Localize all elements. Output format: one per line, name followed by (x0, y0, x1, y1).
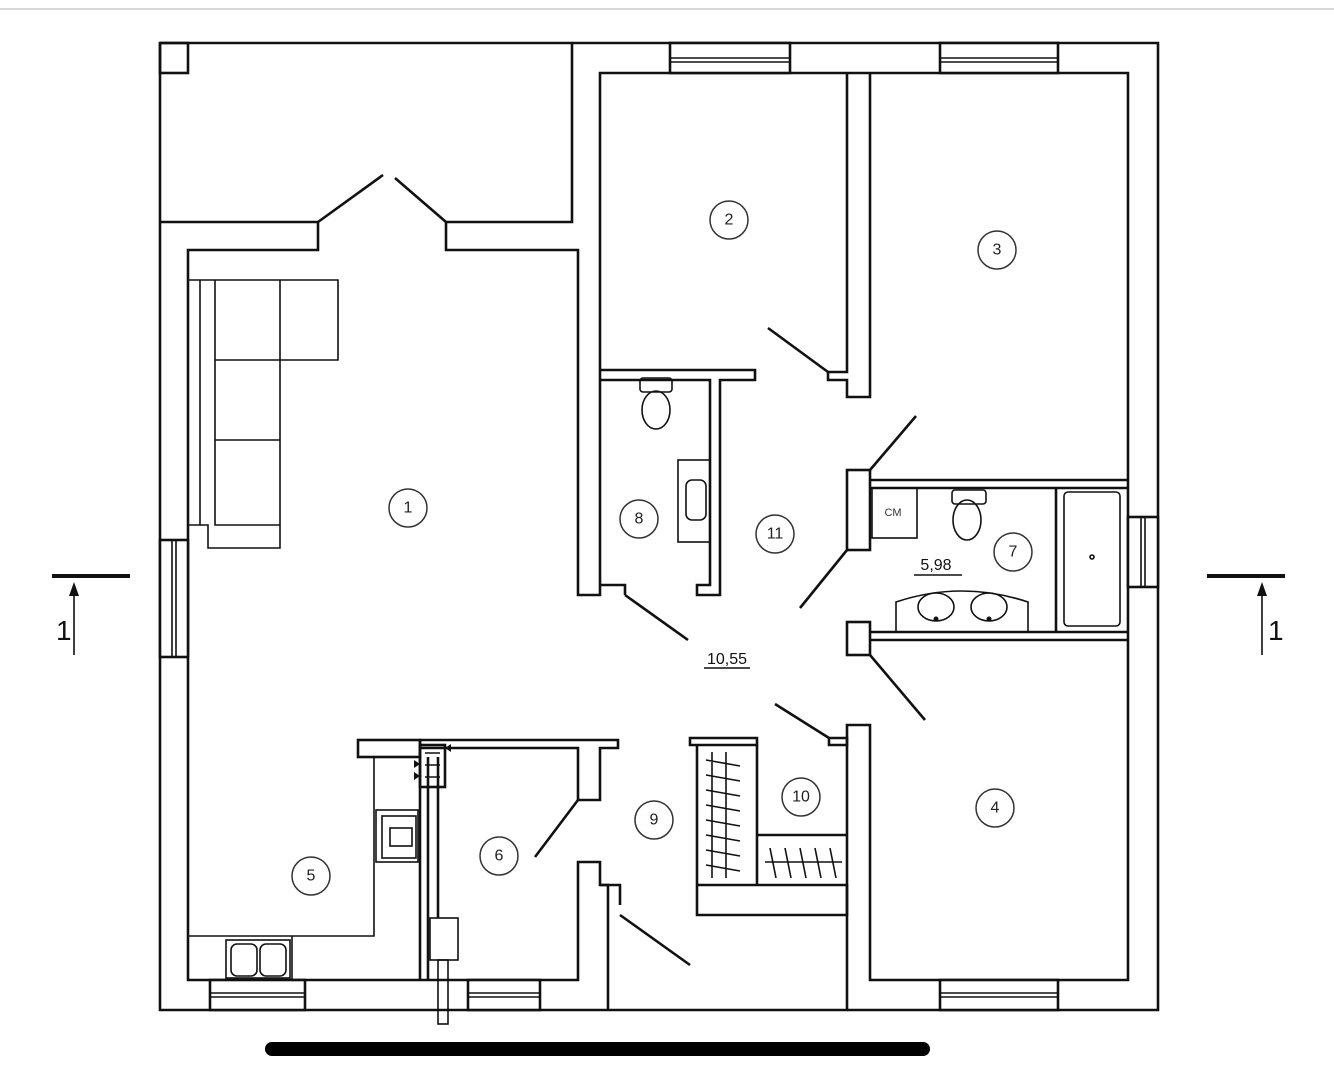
room-7-label: 7 (993, 532, 1033, 572)
home-indicator[interactable] (265, 1042, 930, 1056)
stove (375, 809, 419, 863)
room-11-label: 11 (755, 514, 795, 554)
double-sink (895, 590, 1029, 632)
room-4-label: 4 (975, 788, 1015, 828)
room-2-label: 2 (709, 200, 749, 240)
boiler (429, 917, 459, 1025)
section-mark-left: 1 (52, 574, 130, 655)
washer-label: СМ (885, 507, 902, 519)
corridor-area: 10,55 (707, 651, 747, 668)
section-mark-right: 1 (1207, 574, 1285, 655)
status-bar-divider (0, 8, 1334, 10)
washer: СМ (871, 487, 918, 539)
svg-text:1: 1 (1268, 615, 1284, 646)
room-8-label: 8 (619, 499, 659, 539)
door-swings (533, 326, 926, 967)
bathtub (1063, 491, 1121, 627)
windows (158, 41, 1160, 1012)
room-6-label: 6 (479, 836, 519, 876)
room-labels: 1 2 3 4 5 6 7 8 9 10 11 10,55 5,98 (291, 200, 1033, 896)
svg-text:2: 2 (725, 212, 734, 229)
svg-text:1: 1 (56, 615, 72, 646)
svg-text:5: 5 (307, 868, 316, 885)
svg-text:4: 4 (991, 800, 1000, 817)
room-9-label: 9 (634, 800, 674, 840)
svg-text:10: 10 (792, 789, 810, 806)
svg-text:1: 1 (404, 500, 413, 517)
svg-text:8: 8 (635, 511, 644, 528)
svg-text:6: 6 (495, 848, 504, 865)
svg-text:3: 3 (993, 242, 1002, 259)
furniture: СМ (188, 279, 1121, 1025)
bathroom-area: 5,98 (920, 557, 951, 574)
boiler-vents (414, 743, 451, 789)
room-1-label: 1 (388, 488, 428, 528)
svg-text:7: 7 (1009, 544, 1018, 561)
sofa (188, 279, 339, 549)
room-3-label: 3 (977, 230, 1017, 270)
sink-room-8 (677, 459, 711, 543)
interior-walls (356, 73, 1128, 980)
svg-text:11: 11 (767, 526, 784, 543)
toilet-room-8 (639, 377, 673, 430)
wardrobe-hangers (705, 752, 842, 879)
room-10-label: 10 (781, 777, 821, 817)
room-5-label: 5 (291, 856, 331, 896)
svg-text:9: 9 (650, 812, 659, 829)
kitchen-counter (188, 757, 375, 980)
toilet-room-7 (951, 489, 987, 541)
kitchen-sink (225, 939, 291, 979)
